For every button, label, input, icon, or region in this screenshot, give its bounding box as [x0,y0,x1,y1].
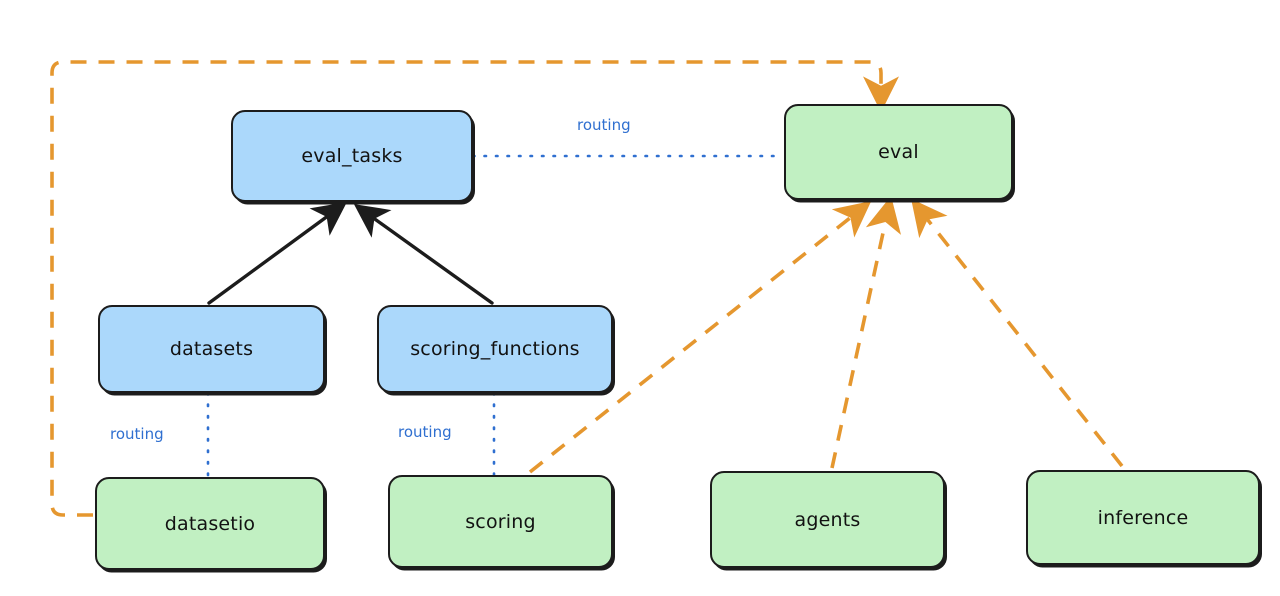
node-label-inference: inference [1097,506,1189,529]
node-label-datasets: datasets [169,338,254,360]
edge-scoring-to-eval [528,201,872,474]
edge-label-routing-datasetio: routing [110,425,164,443]
edge-datasetio-to-eval [50,60,899,517]
node-datasets[interactable]: datasets [98,305,325,393]
edge-agents-to-eval [830,195,902,469]
node-label-eval-tasks: eval_tasks [301,145,403,167]
node-label-eval: eval [878,141,919,163]
node-eval[interactable]: eval [784,104,1013,200]
node-agents[interactable]: agents [710,471,945,568]
node-datasetio[interactable]: datasetio [95,477,325,570]
edge-inference-to-eval [911,198,1124,468]
node-inference[interactable]: inference [1026,470,1260,565]
node-label-scoring-functions: scoring_functions [410,338,580,360]
edge-scoring-functions-to-eval-tasks [353,204,494,305]
edge-datasets-to-eval-tasks [207,201,347,305]
edge-label-routing-scoring: routing [398,423,452,441]
node-label-agents: agents [794,508,861,531]
node-scoring-functions[interactable]: scoring_functions [377,305,613,393]
edge-label-routing-eval: routing [577,116,631,134]
node-label-datasetio: datasetio [164,512,256,535]
node-label-scoring: scoring [465,510,536,533]
node-scoring[interactable]: scoring [388,475,613,568]
node-eval-tasks[interactable]: eval_tasks [231,110,473,202]
